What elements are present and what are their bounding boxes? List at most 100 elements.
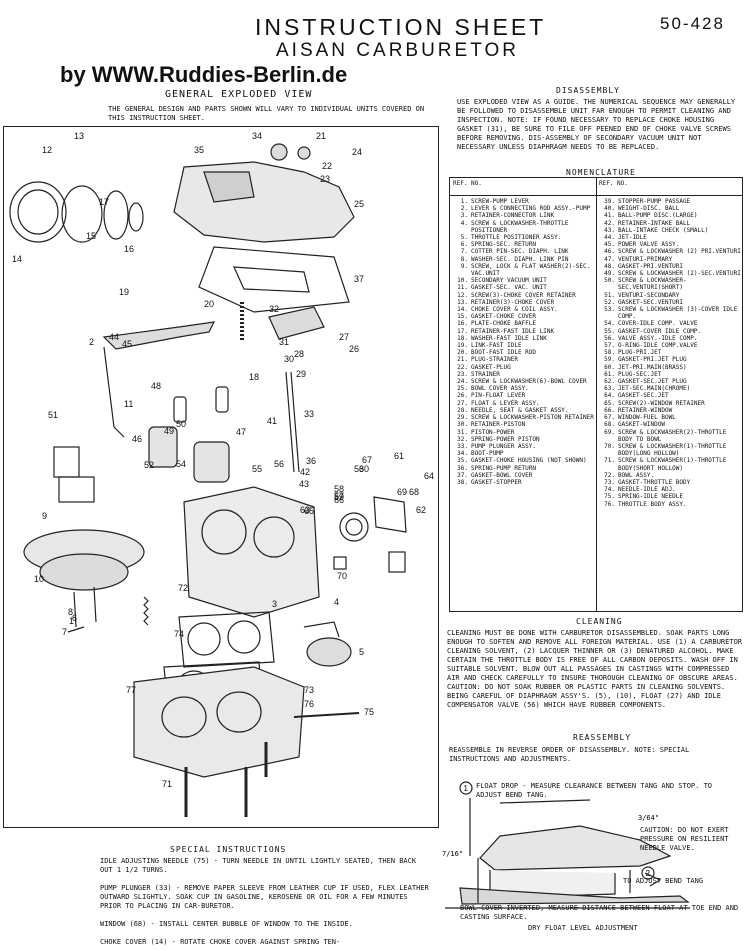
- callout-label: 66: [334, 495, 344, 505]
- part-name: BALL-INTAKE CHECK (SMALL): [618, 226, 709, 234]
- ref-number: 54.: [604, 320, 615, 328]
- ref-number: 40.: [604, 205, 615, 213]
- part-name: SPRING-POWER PISTON: [471, 435, 540, 443]
- ref-number: 17.: [457, 327, 468, 335]
- callout-label: 7: [62, 627, 67, 637]
- page-title: INSTRUCTION SHEET: [255, 14, 547, 40]
- nomenclature-row: 30.RETAINER-PISTON: [450, 421, 594, 428]
- ref-number: 32.: [457, 435, 468, 443]
- callout-label: 8: [68, 607, 73, 617]
- ref-number: 57.: [604, 342, 615, 350]
- callout-label: 44: [109, 332, 119, 342]
- cleaning-text: CLEANING MUST BE DONE WITH CARBURETOR DI…: [447, 629, 747, 709]
- callout-label: 5: [359, 647, 364, 657]
- nomenclature-row: 31.PISTON-POWER: [450, 429, 594, 436]
- ref-number: 14.: [457, 306, 468, 314]
- ref-number: 72.: [604, 471, 615, 479]
- callout-label: 37: [354, 274, 364, 284]
- part-name: PLUG-STRAINER: [471, 356, 518, 364]
- ref-number: 68.: [604, 421, 615, 429]
- callout-label: 30: [284, 354, 294, 364]
- nomenclature-row: 22.GASKET-PLUG: [450, 364, 594, 371]
- nomenclature-row: 44.JET-IDLE: [597, 234, 741, 241]
- nomenclature-row: 37.GASKET-BOWL COVER: [450, 472, 594, 479]
- float-drop-label: FLOAT DROP - MEASURE CLEARANCE BETWEEN T…: [476, 782, 713, 799]
- ref-number: 28.: [457, 406, 468, 414]
- part-name: STOPPER-PUMP PASSAGE: [618, 198, 691, 205]
- part-name: VENTURI-SECONDARY: [618, 291, 680, 299]
- nomenclature-row: 1.SCREW-PUMP LEVER: [450, 198, 594, 205]
- part-name: NEEDLE-IDLE ADJ.: [618, 486, 676, 494]
- ref-number: 66.: [604, 406, 615, 414]
- ref-number: 3.: [460, 212, 468, 220]
- ref-number: 60.: [604, 363, 615, 371]
- nomenclature-row: 23.STRAINER: [450, 371, 594, 378]
- disassembly-title: DISASSEMBLY: [556, 86, 620, 95]
- ref-number: 58.: [604, 349, 615, 357]
- ref-number: 49.: [604, 270, 615, 278]
- ref-number: 35.: [457, 457, 468, 465]
- part-name: BALL-PUMP DISC.(LARGE): [618, 212, 698, 220]
- ref-number: 26.: [457, 392, 468, 400]
- part-name: GASKET-CHOKE HOUSING (NOT SHOWN): [471, 457, 587, 465]
- part-name: JET-IDLE: [618, 234, 647, 242]
- part-name: GASKET-WINDOW: [618, 421, 665, 429]
- part-name: LINK-FAST IDLE: [471, 342, 522, 350]
- nomenclature-row: 71.SCREW & LOCKWASHER(1)-THROTTLE BODY(S…: [597, 457, 741, 471]
- part-name: COTTER PIN-SEC. DIAPH. LINK: [471, 248, 569, 256]
- callout-label: 67: [362, 455, 372, 465]
- callout-label: 50: [176, 419, 186, 429]
- callout-label: 26: [349, 344, 359, 354]
- callout-label: 76: [304, 699, 314, 709]
- ref-number: 23.: [457, 370, 468, 378]
- callout-label: 73: [304, 685, 314, 695]
- part-name: O-RING-IDLE COMP.VALVE: [618, 342, 698, 350]
- nomenclature-row: 7.COTTER PIN-SEC. DIAPH. LINK: [450, 248, 594, 255]
- nomenclature-row: 6.SPRING-SEC. RETURN: [450, 241, 594, 248]
- callout-label: 13: [74, 131, 84, 141]
- callout-label: 12: [42, 145, 52, 155]
- part-name: SCREW, LOCK & FLAT WASHER(2)-SEC. VAC.UN…: [471, 262, 591, 278]
- callout-label: 45: [122, 339, 132, 349]
- callout-label: 69: [397, 487, 407, 497]
- part-name: PLATE-CHOKE BAFFLE: [471, 320, 537, 328]
- ref-number: 46.: [604, 248, 615, 256]
- nomenclature-row: 14.CHOKE COVER & COIL ASSY.: [450, 306, 594, 313]
- ref-number: 64.: [604, 392, 615, 400]
- part-name: COVER-IDLE COMP. VALVE: [618, 320, 698, 328]
- callout-label: 18: [249, 372, 259, 382]
- part-name: GASKET-PRI.JET PLUG: [618, 356, 687, 364]
- ref-number: 71.: [604, 457, 615, 465]
- callout-label: 31: [279, 337, 289, 347]
- callout-label: 25: [354, 199, 364, 209]
- ref-number: 48.: [604, 262, 615, 270]
- exploded-view-title: GENERAL EXPLODED VIEW: [165, 89, 313, 100]
- part-name: PLUG-PRI.JET: [618, 349, 662, 357]
- step-one-marker: 1: [464, 784, 469, 793]
- nomenclature-row: 19.LINK-FAST IDLE: [450, 342, 594, 349]
- nomenclature-title: NOMENCLATURE: [566, 168, 636, 177]
- part-name: SPRING-SEC. RETURN: [471, 241, 537, 249]
- nomenclature-row: 59.GASKET-PRI.JET PLUG: [597, 356, 741, 363]
- callout-label: 20: [204, 299, 214, 309]
- nomenclature-row: 41.BALL-PUMP DISC.(LARGE): [597, 212, 741, 219]
- part-name: SCREW(3)-CHOKE COVER RETAINER: [471, 291, 576, 299]
- part-name: NEEDLE, SEAT & GASKET ASSY.: [471, 406, 569, 414]
- callout-label: 27: [339, 332, 349, 342]
- ref-number: 53.: [604, 306, 615, 314]
- callout-label: 59: [334, 492, 344, 502]
- part-name: WASHER-SEC. DIAPH. LINK PIN: [471, 255, 569, 263]
- bowl-cover-note: BOWL COVER INVERTED, MEASURE DISTANCE BE…: [460, 904, 739, 921]
- callout-label: 3: [272, 599, 277, 609]
- part-name: LEVER & CONNECTING ROD ASSY.-PUMP: [471, 205, 591, 213]
- ref-number: 5.: [460, 234, 468, 242]
- ref-number: 75.: [604, 493, 615, 501]
- nomenclature-row: 12.SCREW(3)-CHOKE COVER RETAINER: [450, 292, 594, 299]
- nomenclature-row: 33.PUMP PLUNGER ASSY.: [450, 443, 594, 450]
- nomenclature-row: 68.GASKET-WINDOW: [597, 421, 741, 428]
- ref-number: 37.: [457, 471, 468, 479]
- nomenclature-row: 43.BALL-INTAKE CHECK (SMALL): [597, 227, 741, 234]
- callout-label: 63: [300, 505, 310, 515]
- callout-label: 10: [34, 574, 44, 584]
